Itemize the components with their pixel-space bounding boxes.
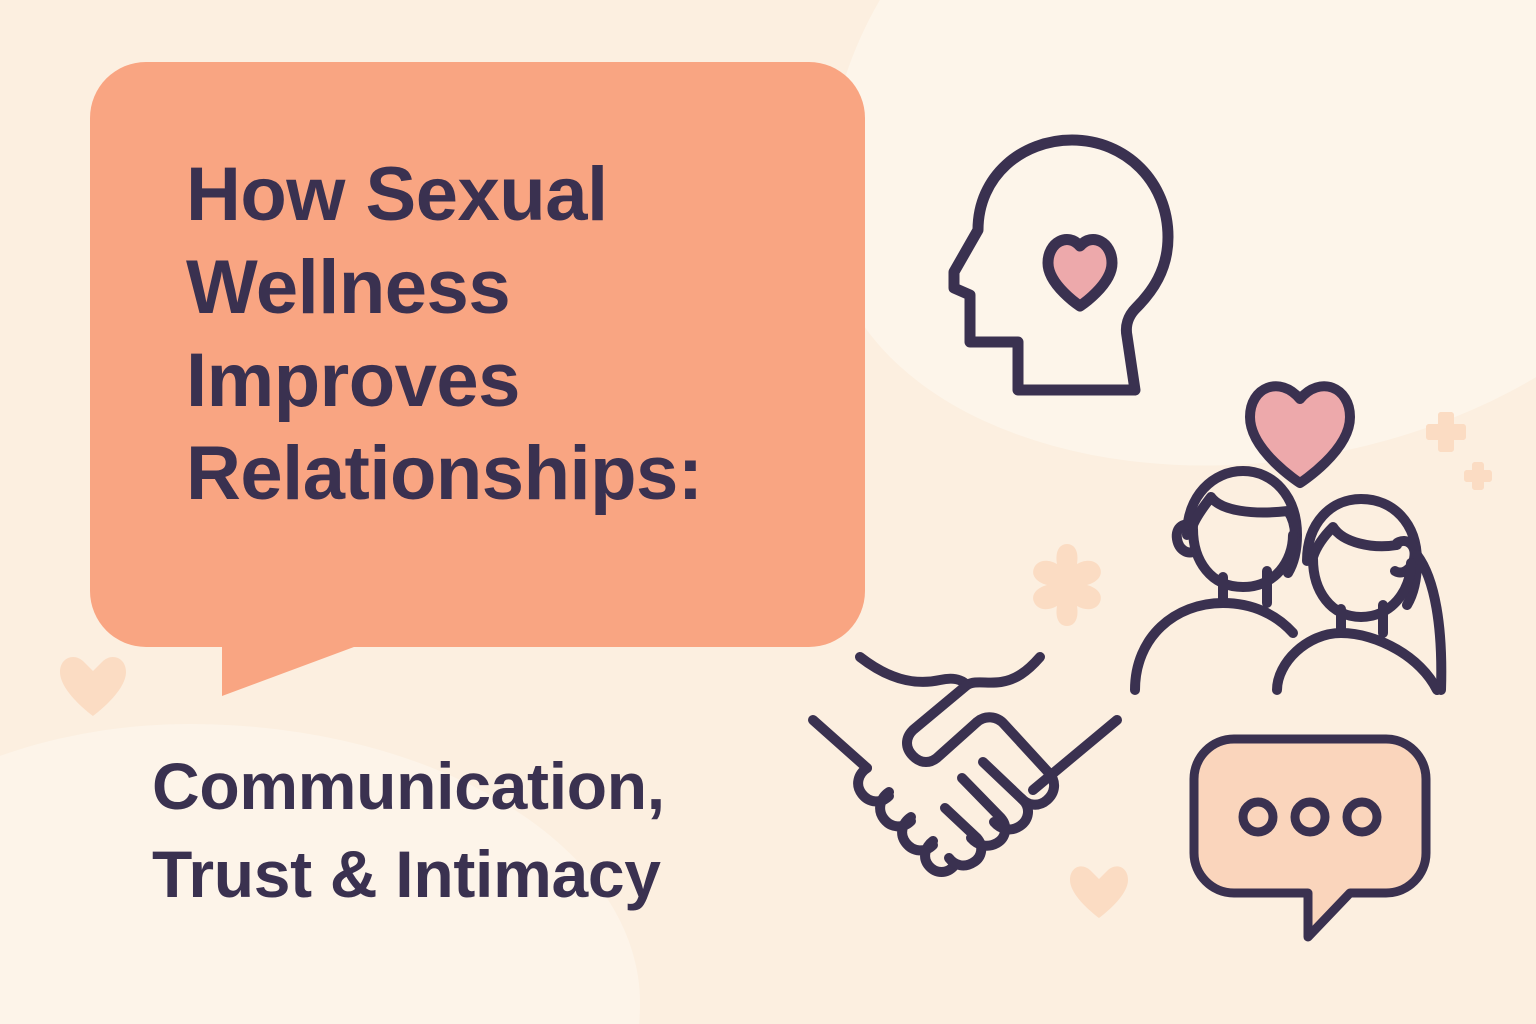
right-finger-3-path [940, 803, 987, 871]
chat-dot-2 [1290, 797, 1330, 837]
chat-bubble-shape-path [1189, 734, 1431, 942]
heart-decoration-left [58, 652, 128, 718]
female-face-path [1308, 554, 1416, 622]
handshake-icon [805, 630, 1125, 880]
right-forearm-path [1028, 715, 1122, 795]
couple-heart-path [1245, 381, 1355, 488]
right-hand-back-path [972, 712, 1059, 810]
flower-sparkle-decoration [1022, 540, 1112, 630]
male-shoulders-path [1130, 598, 1298, 695]
couple-with-heart-icon [1125, 365, 1475, 695]
female-head-top-path [1302, 494, 1422, 610]
left-knuckle-4-path [920, 836, 959, 877]
page-title: How Sexual Wellness Improves Relationshi… [186, 152, 703, 516]
male-face-path [1188, 524, 1298, 592]
female-shoulders-path [1272, 628, 1442, 695]
head-outline-path [948, 134, 1174, 396]
chat-bubble-dots-icon [1180, 725, 1440, 945]
chat-dot-1 [1238, 797, 1278, 837]
head-with-heart-icon [930, 120, 1200, 410]
female-hair-path [1308, 522, 1402, 562]
left-forearm-path [808, 715, 872, 773]
upper-left-arm-path [855, 652, 972, 690]
speech-bubble-tail [222, 644, 362, 696]
title-speech-bubble [90, 62, 865, 647]
upper-right-arm-path [962, 652, 1045, 690]
female-long-hair-right-path [1412, 550, 1447, 695]
page-subtitle: Communication, Trust & Intimacy [152, 749, 665, 911]
male-hair-path [1188, 492, 1300, 540]
male-ear-path [1171, 519, 1200, 558]
head-inner-heart-path [1042, 234, 1118, 312]
left-thumb-path [902, 680, 982, 767]
chat-dot-3 [1342, 797, 1382, 837]
